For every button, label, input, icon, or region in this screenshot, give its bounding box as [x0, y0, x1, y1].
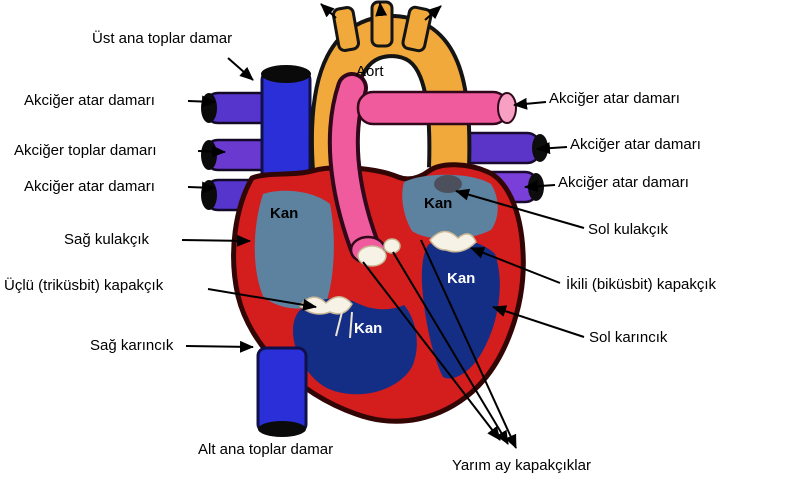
left-atrium-dark-spot	[434, 175, 462, 193]
arrow-akciger-atar-right-2	[536, 142, 568, 155]
mitral-valve-shape	[429, 230, 477, 253]
arrow-uclu-kapakcik	[207, 288, 317, 311]
arrow-sol-kulakcik	[455, 188, 585, 229]
inferior-vena-cava-shape	[256, 346, 308, 437]
arrow-ust-ana-toplar	[227, 57, 254, 81]
arrow-aorta-branch-2	[375, 2, 388, 17]
arrow-yarim-ay-3	[420, 239, 517, 449]
arrow-sag-karincik	[185, 340, 254, 353]
label-ikili-bikusbit-kapakcik: İkili (biküsbit) kapakçık	[566, 276, 717, 293]
chordae-lines	[335, 311, 353, 339]
arrow-akciger-atar-right-3	[524, 180, 556, 193]
arrow-aorta-branch-1	[320, 3, 337, 19]
valves-shapes	[298, 230, 477, 339]
left-atrium-shape	[402, 174, 498, 240]
label-uclu-trikusbit-kapakcik: Üçlü (triküsbit) kapakçık	[4, 277, 164, 294]
label-kan-right-ventricle: Kan	[354, 320, 383, 337]
arrow-sol-karincik	[492, 305, 585, 338]
label-sol-karincik: Sol karıncık	[589, 329, 668, 346]
label-sag-karincik: Sağ karıncık	[90, 337, 174, 354]
arrow-akciger-atar-right-1	[513, 97, 547, 110]
label-kan-left-atrium: Kan	[424, 195, 453, 212]
arrow-yarim-ay-1	[362, 261, 501, 441]
label-aort: Aort	[356, 63, 384, 80]
arrow-sag-kulakcik	[181, 234, 251, 247]
label-kan-left-ventricle: Kan	[447, 270, 476, 287]
label-sol-kulakcik: Sol kulakçık	[588, 221, 669, 238]
label-alt-ana-toplar-damar: Alt ana toplar damar	[198, 441, 334, 458]
label-yarim-ay-kapakciklar: Yarım ay kapakçıklar	[452, 457, 591, 474]
label-akciger-atar-damari-left-2: Akciğer atar damarı	[24, 178, 155, 195]
label-akciger-atar-damari-right-1: Akciğer atar damarı	[549, 90, 680, 107]
arrow-yarim-ay-2	[392, 251, 509, 445]
arrow-aorta-branch-3	[424, 5, 442, 21]
label-ust-ana-toplar-damar: Üst ana toplar damar	[92, 30, 233, 47]
label-akciger-atar-damari-left-1: Akciğer atar damarı	[24, 92, 155, 109]
arrow-akciger-atar-left-2	[187, 181, 216, 194]
semilunar-valve-shape	[357, 245, 387, 267]
left-ventricle-shape	[421, 239, 500, 379]
label-sag-kulakcik: Sağ kulakçık	[64, 231, 150, 248]
arrow-akciger-toplar-left	[197, 145, 226, 158]
label-akciger-toplar-damari-left: Akciğer toplar damarı	[14, 142, 157, 159]
arrow-ikili-kapakcik	[470, 247, 561, 284]
annotation-arrows	[181, 2, 585, 449]
label-akciger-atar-damari-right-2: Akciğer atar damarı	[570, 136, 701, 153]
right-ventricle-shape	[293, 298, 417, 395]
label-kan-right-atrium: Kan	[270, 205, 299, 222]
label-akciger-atar-damari-right-3: Akciğer atar damarı	[558, 174, 689, 191]
arrow-akciger-atar-left-1	[187, 95, 216, 108]
semilunar-valve-shape-2	[383, 238, 401, 254]
right-atrium-shape	[254, 190, 334, 309]
